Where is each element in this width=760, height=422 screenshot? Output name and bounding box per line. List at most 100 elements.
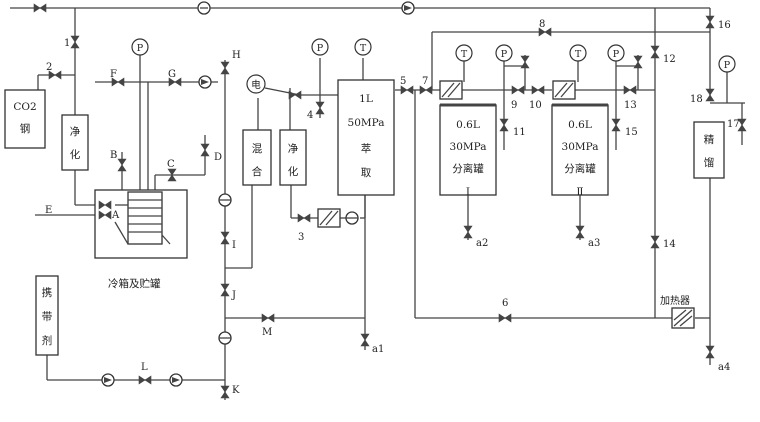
label-1: 1: [64, 38, 70, 49]
valve-12-side: [633, 55, 643, 69]
motor: 电: [246, 74, 266, 94]
svg-text:P: P: [724, 60, 731, 71]
label-5: 5: [400, 76, 406, 87]
valve-i: [220, 231, 230, 245]
co2-cylinder: CO2 钢: [4, 89, 46, 149]
svg-text:T: T: [575, 49, 582, 60]
label-b: B: [110, 150, 117, 161]
purifier1-label-2: 化: [70, 148, 81, 161]
valve-k: [220, 385, 230, 399]
label-9: 9: [511, 100, 517, 111]
valve-j: [220, 283, 230, 297]
temperature-gauge-extractor: T: [354, 38, 372, 56]
label-k: K: [232, 385, 240, 396]
label-7: 7: [422, 76, 428, 87]
label-j: J: [231, 290, 236, 301]
mixer: 混 合: [242, 129, 272, 186]
heater: 加热器: [660, 294, 695, 329]
label-12: 12: [663, 54, 676, 65]
cold-box-label: 冷箱及贮罐: [108, 277, 161, 290]
valve-d: [200, 143, 210, 157]
label-16: 16: [718, 20, 731, 31]
valve-motor: [288, 90, 302, 100]
temperature-gauge-separator1: T: [455, 44, 473, 62]
pump-main-1: [218, 193, 232, 207]
rectifier-label-1: 精: [704, 133, 715, 146]
valve-10: [531, 85, 545, 95]
valve-14: [650, 235, 660, 249]
label-e: E: [45, 205, 52, 216]
pumps: [101, 1, 415, 387]
valve-4: [315, 101, 325, 115]
separator1-label-3: 分离罐: [452, 162, 484, 175]
separator2-label-1: 0.6L: [568, 119, 592, 131]
pump-g: [198, 75, 212, 89]
label-l: L: [141, 362, 148, 373]
svg-text:P: P: [501, 49, 508, 60]
rectifier-label-2: 馏: [704, 156, 715, 169]
extractor-label-2: 50MPa: [348, 117, 385, 129]
label-10: 10: [529, 100, 542, 111]
label-d: D: [214, 152, 222, 163]
extractor: 1L 50MPa 萃 取: [337, 79, 395, 196]
label-2: 2: [46, 62, 52, 73]
valve-12: [650, 45, 660, 59]
pressure-gauge-separator1: P: [495, 44, 513, 62]
separator1-label-2: 30MPa: [450, 141, 487, 153]
svg-text:P: P: [317, 43, 324, 54]
co2-label-2: 钢: [20, 122, 31, 135]
separator-1: 0.6L 30MPa 分离罐 Ⅰ: [439, 103, 497, 198]
valve-3: [297, 213, 311, 223]
entrainer-label-1: 携: [42, 286, 53, 299]
pump-main-2: [218, 331, 232, 345]
valve-1: [70, 35, 80, 49]
valve-a2: [463, 225, 473, 239]
mixer-label-2: 合: [252, 165, 263, 178]
pressure-gauge-rectifier: P: [718, 55, 736, 73]
extractor-label-1: 1L: [359, 93, 373, 105]
valve-b: [117, 158, 127, 172]
separator2-label-3: 分离罐: [564, 162, 596, 175]
label-a1: a1: [372, 344, 384, 355]
label-11: 11: [513, 127, 526, 138]
temperature-gauge-separator2: T: [569, 44, 587, 62]
entrainer-label-3: 剂: [42, 334, 53, 347]
pressure-gauge-separator2: P: [607, 44, 625, 62]
purifier-1: 净 化: [61, 114, 89, 171]
svg-text:T: T: [360, 43, 367, 54]
label-c: C: [167, 159, 175, 170]
valve-18: [705, 88, 715, 102]
purifier2-label-2: 化: [288, 165, 299, 178]
valve-16: [705, 15, 715, 29]
separator2-label-4: Ⅱ: [576, 186, 583, 198]
valve-13: [623, 85, 637, 95]
label-a: A: [111, 210, 120, 221]
heat-exchanger-2: [439, 80, 463, 100]
label-6: 6: [502, 298, 508, 309]
label-a4: a4: [718, 362, 730, 373]
valve-h: [220, 61, 230, 75]
label-15: 15: [625, 127, 638, 138]
svg-text:T: T: [461, 49, 468, 60]
pump-top-1: [197, 1, 211, 15]
pump-top-2: [401, 1, 415, 15]
entrainer-tank: 携 带 剂: [35, 275, 59, 356]
label-8: 8: [539, 19, 545, 30]
mixer-label-1: 混: [252, 143, 263, 155]
label-17: 17: [727, 119, 740, 130]
valve-15: [611, 118, 621, 132]
valve-a4: [705, 345, 715, 359]
separator1-label-4: Ⅰ: [466, 186, 470, 198]
label-18: 18: [690, 94, 703, 105]
valve-l: [138, 375, 152, 385]
label-13: 13: [624, 100, 637, 111]
label-a2: a2: [476, 238, 488, 249]
rectifier: 精 馏: [693, 121, 725, 179]
valve-a1: [360, 333, 370, 347]
valve-11: [499, 118, 509, 132]
valve-9-top: [520, 55, 530, 69]
motor-label: 电: [251, 79, 261, 91]
heat-exchanger-1: [317, 208, 341, 228]
co2-label-1: CO2: [13, 101, 36, 113]
